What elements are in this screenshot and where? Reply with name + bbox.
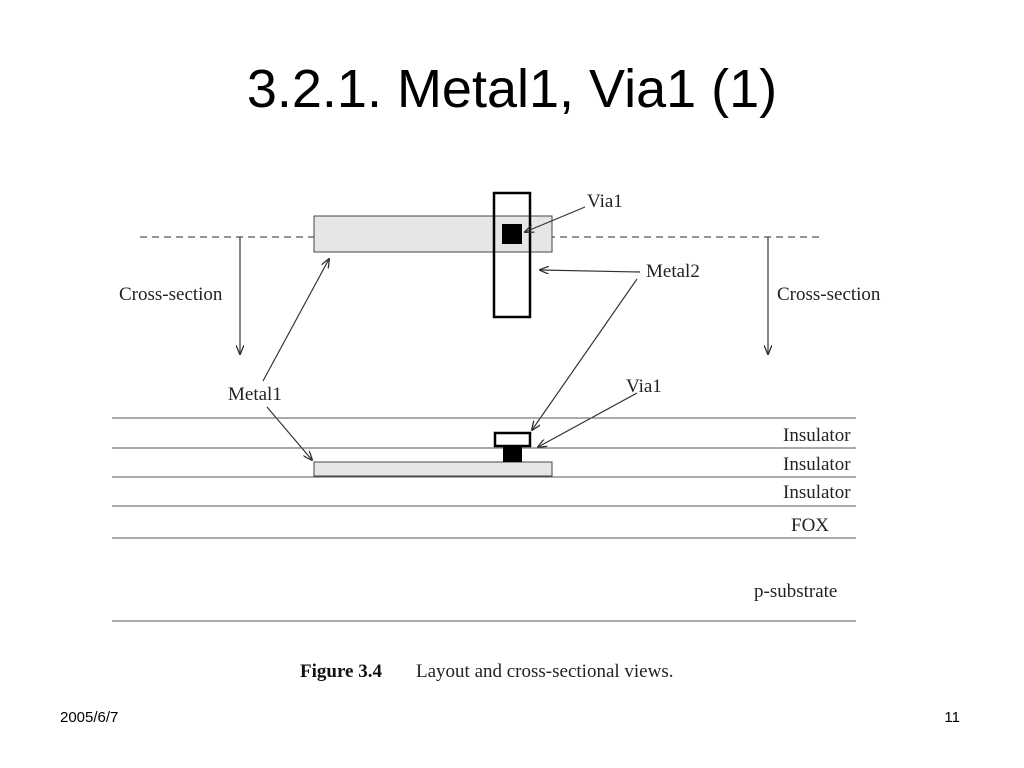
page-number: 11 <box>944 709 960 726</box>
layer-label-insulator-1: Insulator <box>783 425 851 446</box>
via1-layout-label: Via1 <box>587 191 623 212</box>
metal1-cross-arrow <box>266 406 312 460</box>
figure-caption-label: Figure 3.4 <box>300 661 382 682</box>
metal2-cross-arrow <box>532 278 638 430</box>
via1-cross-arrow <box>538 392 638 447</box>
metal2-label: Metal2 <box>646 261 700 282</box>
metal2-layout-arrow <box>540 270 641 272</box>
metal2-layout-rect <box>492 191 532 319</box>
via1-cross-section <box>503 446 522 462</box>
layer-label-insulator-2: Insulator <box>783 454 851 475</box>
metal1-layout-arrow <box>262 259 329 382</box>
cross-section-right-label: Cross-section <box>777 284 881 305</box>
metal1-cross-section <box>313 461 553 477</box>
footer-date: 2005/6/7 <box>60 709 119 726</box>
layer-label-insulator-3: Insulator <box>783 482 851 503</box>
layer-label-fox: FOX <box>791 515 829 536</box>
via1-cross-label: Via1 <box>626 376 662 397</box>
via1-layout-square <box>502 224 522 244</box>
figure-caption-text: Layout and cross-sectional views. <box>416 661 673 682</box>
layer-label-p-substrate: p-substrate <box>754 581 837 602</box>
cross-section-left-label: Cross-section <box>119 284 223 305</box>
via1-layout-arrow <box>525 206 586 232</box>
metal2-cross-section <box>493 431 532 448</box>
slide-title: 3.2.1. Metal1, Via1 (1) <box>246 59 778 119</box>
metal1-label: Metal1 <box>228 384 282 405</box>
